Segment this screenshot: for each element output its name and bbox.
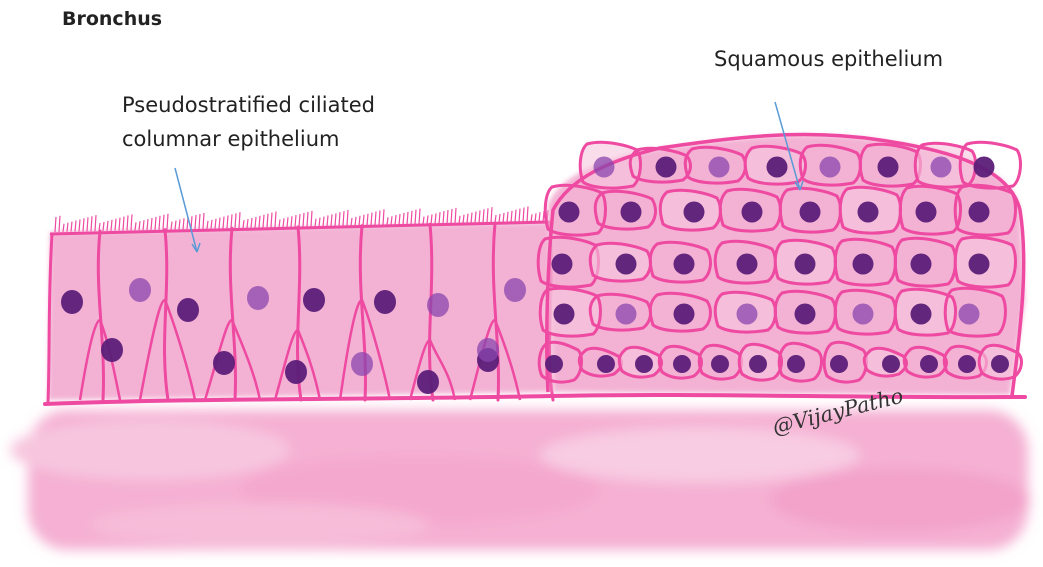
nucleus [911, 304, 932, 325]
nucleus [635, 355, 653, 373]
nucleus [673, 355, 691, 373]
nucleus [749, 355, 767, 373]
nucleus [878, 157, 899, 178]
label-columnar-line2: columnar epithelium [122, 122, 375, 156]
nucleus [504, 278, 526, 302]
nucleus [552, 254, 573, 275]
nucleus [737, 304, 758, 325]
nucleus [554, 304, 575, 325]
nucleus [858, 202, 879, 223]
nucleus [916, 202, 937, 223]
label-columnar-epithelium: Pseudostratified ciliated columnar epith… [122, 88, 375, 156]
nucleus [285, 360, 307, 384]
nucleus [351, 352, 373, 376]
nucleus [129, 278, 151, 302]
nucleus [911, 254, 932, 275]
label-squamous-epithelium: Squamous epithelium [714, 47, 943, 71]
nucleus [674, 254, 695, 275]
nucleus [737, 254, 758, 275]
nucleus [711, 355, 729, 373]
nucleus [767, 157, 788, 178]
nucleus [374, 290, 396, 314]
nucleus [969, 254, 990, 275]
nucleus [709, 157, 730, 178]
nucleus [417, 370, 439, 394]
nucleus [427, 293, 449, 317]
squamous-epithelium [538, 135, 1025, 396]
nucleus [795, 304, 816, 325]
nucleus [853, 304, 874, 325]
nucleus [61, 290, 83, 314]
nucleus [621, 202, 642, 223]
columnar-epithelium [48, 206, 553, 402]
nucleus [545, 355, 563, 373]
nucleus [101, 338, 123, 362]
nucleus [882, 355, 900, 373]
nucleus [684, 202, 705, 223]
nucleus [969, 202, 990, 223]
nucleus [931, 157, 952, 178]
nucleus [559, 202, 580, 223]
nucleus [477, 338, 499, 362]
nucleus [213, 351, 235, 375]
connective-tissue [10, 410, 1030, 550]
nucleus [795, 254, 816, 275]
nucleus [597, 355, 615, 373]
nucleus [616, 254, 637, 275]
nucleus [853, 254, 874, 275]
nucleus [959, 304, 980, 325]
nucleus [594, 157, 615, 178]
nucleus [820, 157, 841, 178]
nucleus [991, 355, 1009, 373]
nucleus [674, 304, 695, 325]
nucleus [787, 355, 805, 373]
nucleus [920, 355, 938, 373]
nucleus [800, 202, 821, 223]
label-columnar-line1: Pseudostratified ciliated [122, 88, 375, 122]
nucleus [177, 298, 199, 322]
nucleus [247, 286, 269, 310]
nucleus [830, 355, 848, 373]
nucleus [303, 288, 325, 312]
nucleus [616, 304, 637, 325]
nucleus [958, 355, 976, 373]
nucleus [742, 202, 763, 223]
nucleus [656, 157, 677, 178]
nucleus [974, 157, 995, 178]
diagram-title: Bronchus [62, 8, 162, 30]
